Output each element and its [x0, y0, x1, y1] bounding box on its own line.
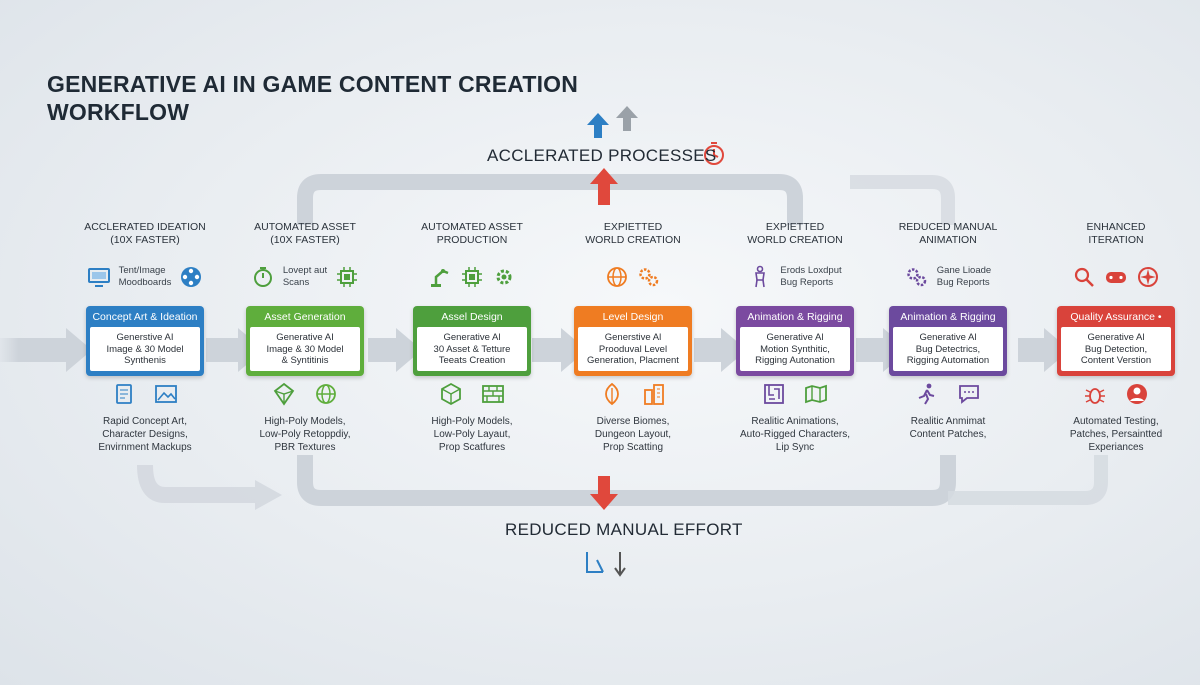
character-icon: [755, 265, 766, 288]
magnifier-icon: [1074, 267, 1094, 287]
stage-outcome: Rapid Concept Art, Character Designs, En…: [98, 416, 192, 453]
stage-bottom-icons: [397, 380, 547, 408]
bottom-right-loop: [948, 455, 1108, 505]
stage-card-body: Generstive Al Prooduval Level Generation…: [578, 327, 688, 371]
stage-header: EXPIETTED WORLD CREATION: [747, 221, 843, 246]
bug-icon: [1085, 388, 1105, 404]
user-icon: [1127, 384, 1147, 404]
down-red-arrow-icon: [590, 476, 618, 510]
chip-icon: [337, 267, 358, 287]
stage-card-body: Generative Al Bug Detectrics, Rigging Au…: [893, 327, 1003, 371]
stage-card[interactable]: Quality Assurance • Generative Al Bug Det…: [1057, 306, 1175, 376]
stage-icon-text: Erods Loxdput Bug Reports: [780, 265, 842, 288]
stage-card-title: Asset Generation: [264, 311, 346, 323]
stage-icon-row: Tent/Image Moodboards: [70, 262, 220, 292]
globe-icon: [316, 384, 336, 404]
stage-outcome: High-Poly Models, Low-Poly Retoppdiy, PB…: [259, 416, 351, 453]
stage-card-title: Animation & Rigging: [900, 311, 996, 323]
stage-bottom-icons: [558, 380, 708, 408]
stage-header: ACCLERATED IDEATION (10X FASTER): [84, 221, 206, 246]
stage-outcome: Realitic Anmimat Content Patches,: [909, 416, 987, 440]
stage-card-body: Generative Al Bug Detection, Content Ver…: [1061, 327, 1171, 371]
gears-icon: [907, 268, 927, 287]
stage-header: REDUCED MANUAL ANIMATION: [898, 221, 998, 246]
chevron-arrow: [368, 328, 422, 372]
stage-card-title: Quality Assurance •: [1070, 311, 1162, 323]
leaf-icon: [605, 382, 619, 406]
bottom-feedback-loop: [297, 455, 956, 506]
stage-icon-text: Tent/Image Moodboards: [118, 265, 172, 288]
stage-header: EXPIETTED WORLD CREATION: [585, 221, 681, 246]
gamepad-icon: [1106, 272, 1126, 283]
banner-reduced-manual-effort: REDUCED MANUAL EFFORT: [505, 520, 743, 539]
stage-icon-text: Lovept aut Scans: [282, 265, 328, 288]
document-icon: [116, 384, 132, 404]
top-right-loop: [850, 175, 955, 225]
stage-outcome: Realitic Animations, Auto-Rigged Charact…: [739, 416, 851, 453]
up-red-arrow-icon: [590, 168, 618, 205]
stage-outcome: Diverse Biomes, Dungeon Layout, Prop Sca…: [594, 416, 672, 453]
chevron-arrow: [0, 328, 92, 372]
bottom-left-arrow: [137, 464, 255, 503]
compass-icon: [1138, 267, 1158, 287]
chevron-arrow: [532, 328, 587, 372]
stage-bottom-icons: [720, 380, 870, 408]
stage-outcome: Automated Testing, Patches, Persaintted …: [1069, 416, 1163, 453]
stage-bottom-icons: [1041, 380, 1191, 408]
stage-card-body: Generstive AI Image & 30 Model Synthenis: [90, 327, 200, 371]
stage-card-title: Animation & Rigging: [747, 311, 843, 323]
bottom-left-arrowhead: [255, 480, 282, 510]
stopwatch-icon: [253, 267, 272, 287]
stage-icon-row: Erods Loxdput Bug Reports: [720, 262, 870, 292]
map-icon: [805, 384, 827, 404]
stage-bottom-icons: [70, 380, 220, 408]
stage-header: AUTOMATED ASSET (10X FASTER): [254, 221, 356, 246]
robot-arm-icon: [431, 269, 449, 287]
stage-outcome: High-Poly Models, Low-Poly Layaut, Prop …: [431, 416, 513, 453]
stage-header: ENHANCED ITERATION: [1086, 221, 1146, 246]
cube-icon: [441, 382, 461, 406]
gear-icon: [496, 269, 512, 285]
chat-icon: [959, 385, 979, 404]
stage-card-title: Concept Art & Ideation: [92, 311, 198, 323]
gears-icon: [639, 268, 659, 287]
stage-icon-row: Gane Lioade Bug Reports: [873, 262, 1023, 292]
brick-wall-icon: [482, 385, 504, 403]
stage-card-body: Generative Al Motion Synthitic, Rigging …: [740, 327, 850, 371]
running-person-icon: [918, 383, 935, 405]
stage-bottom-icons: [230, 380, 380, 408]
chevron-arrow: [694, 328, 747, 372]
down-arrows-icon: [586, 552, 626, 577]
stage-card-body: Generative Al 30 Asset & Tetture Teeats …: [417, 327, 527, 371]
stage-icon-text: Gane Lioade Bug Reports: [936, 265, 992, 288]
stage-icon-row: [558, 262, 708, 292]
top-feedback-loop: [297, 174, 803, 225]
film-reel-icon: [181, 267, 202, 287]
up-arrows-icon: [587, 106, 638, 138]
page-title: GENERATIVE AI IN GAME CONTENT CREATION W…: [47, 71, 579, 125]
stage-card-title: Assel Design: [441, 311, 503, 323]
stage-bottom-icons: [873, 380, 1023, 408]
stage-card-title: Level Design: [602, 311, 664, 323]
gem-icon: [273, 382, 295, 406]
banner-accelerated-processes: ACCLERATED PROCESSES: [487, 146, 717, 165]
stage-icon-row: Lovept aut Scans: [230, 262, 380, 292]
chip-icon: [462, 267, 482, 287]
stage-header: AUTOMATED ASSET PRODUCTION: [421, 221, 523, 246]
buildings-icon: [644, 384, 664, 405]
stage-icon-row: [1041, 262, 1191, 292]
stage-card-body: Generative AI Image & 30 Model & Syntiti…: [250, 327, 360, 371]
maze-icon: [764, 384, 784, 404]
monitor-icon: [87, 268, 110, 287]
stage-icon-row: [397, 262, 547, 292]
image-icon: [155, 385, 177, 403]
stopwatch-icon: [704, 142, 724, 165]
globe-icon: [607, 267, 627, 287]
